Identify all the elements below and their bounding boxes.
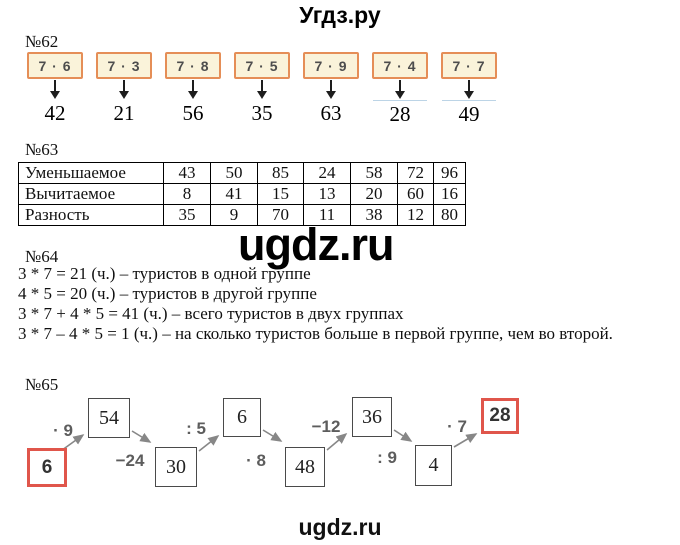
task65-chain-diagram: 6 54 30 6 48 36 4 28 · 9 −24 : 5 · 8 −12…	[0, 370, 680, 545]
expression-box: 7 · 3	[96, 52, 152, 79]
multiplication-item: 7 · 4 28	[372, 52, 428, 127]
footer-site-url: ugdz.ru	[298, 514, 382, 540]
multiplication-item: 7 · 8 56	[165, 52, 221, 127]
task64-solution-text: 3 * 7 = 21 (ч.) – туристов в одной групп…	[18, 264, 613, 344]
cell: 70	[257, 204, 304, 226]
operation-label: · 8	[246, 451, 266, 470]
expression-box: 7 · 5	[234, 52, 290, 79]
cell: 96	[433, 162, 466, 184]
solution-line: 3 * 7 = 21 (ч.) – туристов в одной групп…	[18, 264, 311, 283]
subtraction-table: Уменьшаемое 43 50 85 24 58 72 96 Вычитае…	[18, 162, 466, 226]
operation-label: −24	[115, 451, 145, 470]
operation-label: : 9	[377, 448, 397, 467]
row-header: Уменьшаемое	[18, 162, 164, 184]
operation-label: : 5	[186, 419, 206, 438]
down-arrow-icon	[50, 80, 60, 100]
operation-label: · 7	[447, 417, 467, 436]
expression-box: 7 · 8	[165, 52, 221, 79]
expression-box: 7 · 4	[372, 52, 428, 79]
expression-box: 7 · 6	[27, 52, 83, 79]
answer: 35	[251, 101, 273, 125]
operation-label: −12	[311, 417, 341, 436]
solution-line: 4 * 5 = 20 (ч.) – туристов в другой груп…	[18, 284, 317, 303]
cell: 15	[257, 183, 304, 205]
multiplication-item: 7 · 9 63	[303, 52, 359, 127]
down-arrow-icon	[188, 80, 198, 100]
task62-label: №62	[25, 32, 59, 51]
answer: 28	[389, 102, 411, 126]
table-row: Уменьшаемое 43 50 85 24 58 72 96	[18, 162, 466, 184]
table-row: Вычитаемое 8 41 15 13 20 60 16	[18, 183, 466, 205]
cell: 58	[350, 162, 398, 184]
expression-box: 7 · 9	[303, 52, 359, 79]
table-row: Разность 35 9 70 11 38 12 80	[18, 204, 466, 226]
answer: 42	[44, 101, 66, 125]
site-title: Угдз.ру	[299, 2, 381, 28]
task65-label: №65	[25, 375, 59, 394]
chain-box: 36	[352, 397, 392, 437]
cell: 50	[210, 162, 258, 184]
chain-box: 4	[415, 445, 452, 486]
cell: 8	[163, 183, 211, 205]
down-arrow-icon	[395, 80, 405, 100]
cell: 12	[397, 204, 434, 226]
operation-label: · 9	[53, 421, 73, 440]
faint-underline	[442, 100, 496, 101]
row-header: Вычитаемое	[18, 183, 164, 205]
cell: 60	[397, 183, 434, 205]
chain-box: 6	[223, 398, 261, 437]
solution-line: 3 * 7 + 4 * 5 = 41 (ч.) – всего туристов…	[18, 304, 404, 323]
solution-line: 3 * 7 – 4 * 5 = 1 (ч.) – на сколько тури…	[18, 324, 613, 343]
cell: 13	[303, 183, 351, 205]
chain-start-box: 6	[27, 448, 67, 487]
cell: 24	[303, 162, 351, 184]
task62-multiplication-row: 7 · 6 42 7 · 3 21 7 · 8 56 7 · 5 35 7 · …	[27, 52, 497, 127]
chain-box: 48	[285, 447, 325, 487]
task63-label: №63	[25, 140, 59, 159]
expression-box: 7 · 7	[441, 52, 497, 79]
multiplication-item: 7 · 7 49	[441, 52, 497, 127]
chain-result-box: 28	[481, 398, 519, 434]
multiplication-item: 7 · 3 21	[96, 52, 152, 127]
answer: 21	[113, 101, 135, 125]
down-arrow-icon	[119, 80, 129, 100]
cell: 16	[433, 183, 466, 205]
cell: 80	[433, 204, 466, 226]
chain-box: 54	[88, 398, 130, 438]
faint-underline	[373, 100, 427, 101]
answer: 63	[320, 101, 342, 125]
cell: 43	[163, 162, 211, 184]
ugdz-watermark: ugdz.ru	[238, 219, 394, 270]
answer: 49	[458, 102, 480, 126]
cell: 41	[210, 183, 258, 205]
row-header: Разность	[18, 204, 164, 226]
cell: 38	[350, 204, 398, 226]
down-arrow-icon	[326, 80, 336, 100]
cell: 11	[303, 204, 351, 226]
multiplication-item: 7 · 5 35	[234, 52, 290, 127]
cell: 72	[397, 162, 434, 184]
cell: 20	[350, 183, 398, 205]
down-arrow-icon	[464, 80, 474, 100]
cell: 85	[257, 162, 304, 184]
cell: 35	[163, 204, 211, 226]
task64-label: №64	[25, 247, 59, 266]
chain-box: 30	[155, 447, 197, 487]
multiplication-item: 7 · 6 42	[27, 52, 83, 127]
answer: 56	[182, 101, 204, 125]
down-arrow-icon	[257, 80, 267, 100]
